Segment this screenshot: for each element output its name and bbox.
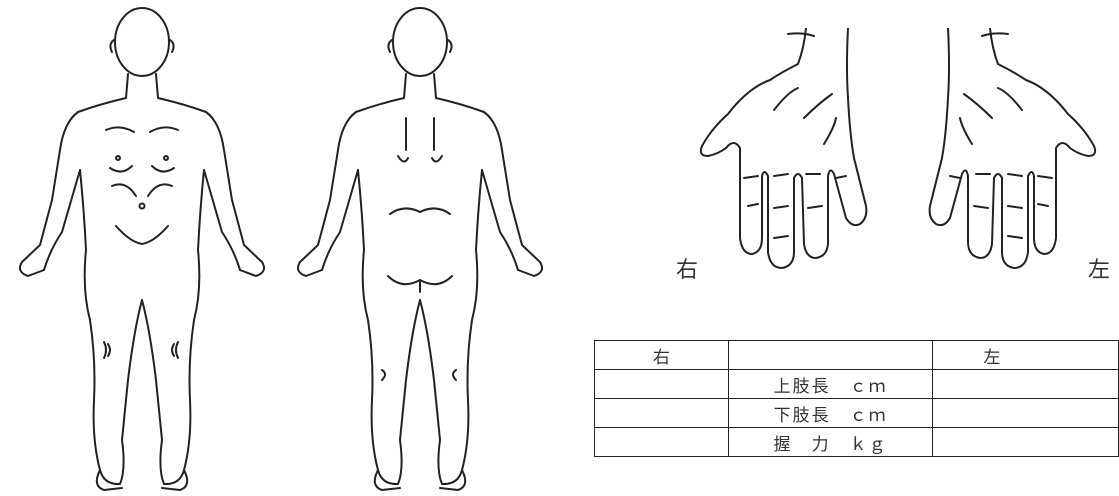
left-hand-label: 左: [1088, 260, 1110, 282]
grip-right-cell[interactable]: [595, 428, 729, 457]
right-hand-label: 右: [676, 260, 698, 282]
upper-limb-label-text: 上肢長 ｃｍ: [774, 372, 888, 397]
header-middle: [728, 341, 933, 370]
lower-limb-label: 下肢長 ｃｍ: [728, 399, 933, 428]
lower-limb-label-text: 下肢長 ｃｍ: [774, 401, 888, 426]
table-row-lower-limb: 下肢長 ｃｍ: [595, 399, 1119, 428]
table-row-upper-limb: 上肢長 ｃｍ: [595, 370, 1119, 399]
table-row-grip: 握 力 ｋｇ: [595, 428, 1119, 457]
right-hand-drawing: [701, 28, 867, 268]
grip-label-text: 握 力 ｋｇ: [774, 430, 888, 455]
hands-figure: [678, 28, 1119, 288]
header-left: 左: [933, 341, 1119, 370]
header-right: 右: [595, 341, 729, 370]
body-back-figure: [278, 0, 578, 496]
table-header-row: 右 左: [595, 341, 1119, 370]
upper-limb-left-cell[interactable]: [933, 370, 1119, 399]
left-hand-drawing: [930, 28, 1096, 268]
measurement-table: 右 左 上肢長 ｃｍ 下肢長 ｃｍ 握 力 ｋｇ: [594, 340, 1119, 457]
body-front-figure: [0, 0, 285, 496]
upper-limb-label: 上肢長 ｃｍ: [728, 370, 933, 399]
upper-limb-right-cell[interactable]: [595, 370, 729, 399]
grip-label: 握 力 ｋｇ: [728, 428, 933, 457]
lower-limb-left-cell[interactable]: [933, 399, 1119, 428]
lower-limb-right-cell[interactable]: [595, 399, 729, 428]
grip-left-cell[interactable]: [933, 428, 1119, 457]
